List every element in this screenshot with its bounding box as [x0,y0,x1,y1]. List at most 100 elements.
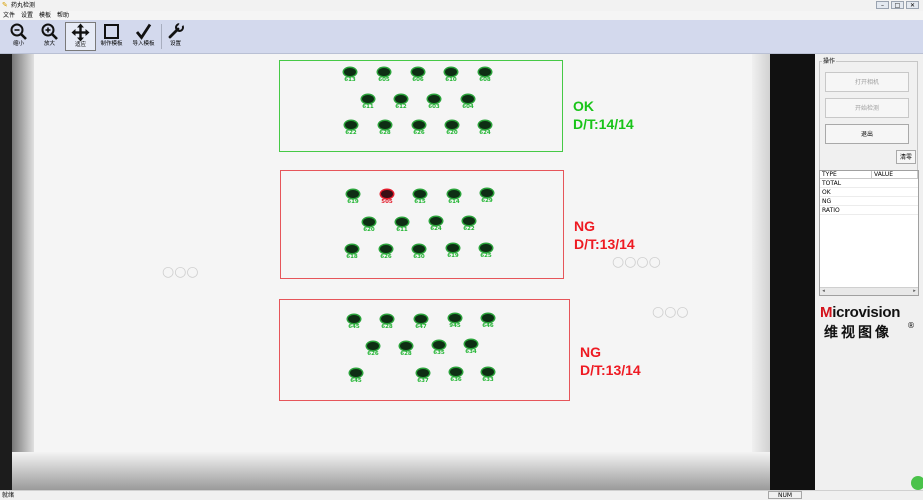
row-total-value [872,179,918,188]
zoom-in-button[interactable]: 放大 [34,22,65,51]
operation-group-title: 操作 [822,58,837,65]
hole-label: 626 [413,130,425,136]
hole-label: 603 [428,104,440,110]
fit-button[interactable]: 适应 [65,22,96,51]
logo-text: icrovision [832,304,901,321]
move-icon [71,23,90,42]
menu-file[interactable]: 文件 [3,12,16,19]
logo-wordmark: Microvision [820,304,900,321]
pill-hole [362,95,374,103]
pill-hole [381,315,393,323]
window-title: 药丸检测 [11,2,36,9]
scroll-left-icon[interactable]: ◂ [822,288,825,294]
row-ratio-type: RATIO [820,206,872,215]
hole-label: 619 [347,199,359,205]
pill-hole [350,369,362,377]
import-template-button[interactable]: 导入模板 [128,22,159,51]
pill-hole [413,245,425,253]
toolbar: 缩小 放大 适应 制作模板 导入模板 [0,20,923,54]
hole-label: 606 [412,77,424,83]
hole-label: 637 [417,378,429,384]
detection-roi-box[interactable] [280,170,564,279]
pill-hole [347,190,359,198]
hole-label: 635 [433,350,445,356]
pill-hole [463,217,475,225]
pill-hole [412,68,424,76]
detection-roi-box[interactable] [279,60,563,152]
menu-help[interactable]: 帮助 [57,12,70,19]
pill-hole [415,315,427,323]
statistics-table[interactable]: TYPE VALUE TOTAL OK NG RATIO ◂ ▸ [819,170,919,296]
column-header-value[interactable]: VALUE [872,171,918,179]
logo-m: M [820,304,833,321]
hole-label: 636 [450,377,462,383]
pill-hole [449,314,461,322]
hole-label: 645 [350,378,362,384]
operation-panel: 打开相机 开始检测 退出 清零 操作 TYPE VALUE TOTAL OK N… [815,54,923,490]
row-ratio-value [872,206,918,215]
row-total-type: TOTAL [820,179,872,188]
pill-hole [395,95,407,103]
zoom-in-label: 放大 [43,41,55,47]
hole-label: 622 [345,130,357,136]
settings-button[interactable]: 设置 [160,22,191,51]
minimize-button[interactable]: – [876,1,889,9]
hole-label: 626 [380,254,392,260]
start-detect-button[interactable]: 开始检测 [825,98,909,118]
pill-hole [479,68,491,76]
detection-roi-box[interactable] [279,299,570,401]
verdict-result: NG [574,218,595,234]
microvision-logo: Microvision 维视图像 ® [820,302,921,352]
settings-label: 设置 [169,41,181,47]
table-horizontal-scrollbar[interactable]: ◂ ▸ [820,287,918,295]
pill-hole [450,368,462,376]
hole-label: 628 [379,130,391,136]
square-icon [104,24,119,39]
import-template-label: 导入模板 [132,41,155,47]
make-template-label: 制作模板 [100,41,123,47]
hole-label: 605 [378,77,390,83]
pill-hole [480,244,492,252]
close-button[interactable]: ✕ [906,1,919,9]
row-ok-value [872,188,918,197]
toolbar-separator [161,24,162,49]
row-ok-type: OK [820,188,872,197]
pill-hole [482,314,494,322]
open-camera-button[interactable]: 打开相机 [825,72,909,92]
verdict-count: D/T:14/14 [573,116,634,132]
film-bottom-shadow [12,452,782,490]
floating-status-icon[interactable] [911,476,923,490]
hole-label: 647 [415,324,427,330]
verdict-count: D/T:13/14 [574,236,635,252]
verdict-count: D/T:13/14 [580,362,641,378]
verdict-result: NG [580,344,601,360]
app-icon: ✎ [2,1,8,9]
zoom-out-button[interactable]: 缩小 [3,22,34,51]
exit-button[interactable]: 退出 [825,124,909,144]
clear-button[interactable]: 清零 [896,150,916,164]
hole-label: 611 [362,104,374,110]
hole-label: 614 [448,199,460,205]
menu-template[interactable]: 模板 [39,12,52,19]
num-lock-indicator: NUM [768,491,802,499]
viewer-dark-border [770,54,815,490]
hole-label: 611 [396,227,408,233]
column-header-type[interactable]: TYPE [820,171,872,179]
pill-hole [447,244,459,252]
logo-chinese: 维视图像 [824,325,892,341]
hole-label: 620 [446,130,458,136]
title-bar: ✎ 药丸检测 – □ ✕ [0,0,923,11]
hole-label: 618 [346,254,358,260]
scroll-right-icon[interactable]: ▸ [913,288,916,294]
maximize-button[interactable]: □ [891,1,904,9]
pill-hole [445,68,457,76]
make-template-button[interactable]: 制作模板 [96,22,127,51]
pill-hole [380,245,392,253]
row-ng-type: NG [820,197,872,206]
menu-settings[interactable]: 设置 [21,12,34,19]
hole-label: 945 [449,323,461,329]
hole-label: 604 [462,104,474,110]
hole-label: 645 [348,324,360,330]
pill-hole [428,95,440,103]
